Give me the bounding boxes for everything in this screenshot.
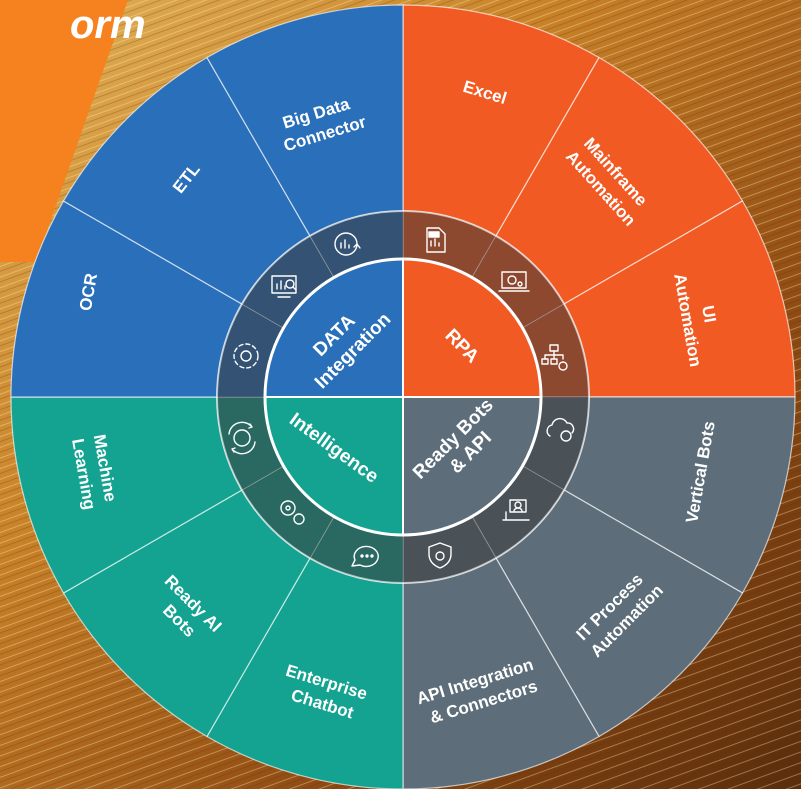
chat-bubble-icon xyxy=(351,545,379,568)
brain-cycle-icon xyxy=(228,421,256,455)
core-quadrants xyxy=(263,257,543,537)
banner-title: orm xyxy=(70,3,146,47)
dashboard-search-icon xyxy=(271,275,297,298)
xls-file-icon xyxy=(426,227,446,253)
icon-ring-shade xyxy=(241,235,334,328)
core-border xyxy=(263,257,543,537)
gear-cycle-icon xyxy=(233,343,259,369)
user-laptop-icon xyxy=(502,499,530,521)
icon-ring-shade xyxy=(241,466,334,559)
analytics-refresh-icon xyxy=(334,232,361,256)
cloud-gear-icon xyxy=(546,417,575,442)
title-banner: orm xyxy=(0,0,146,262)
ring-border xyxy=(216,210,590,584)
laptop-gear-icon xyxy=(498,271,530,292)
ai-gears-icon xyxy=(280,500,305,525)
icon-ring-shade xyxy=(472,235,565,328)
shield-gear-icon xyxy=(428,542,452,569)
hierarchy-gear-icon xyxy=(541,344,568,371)
